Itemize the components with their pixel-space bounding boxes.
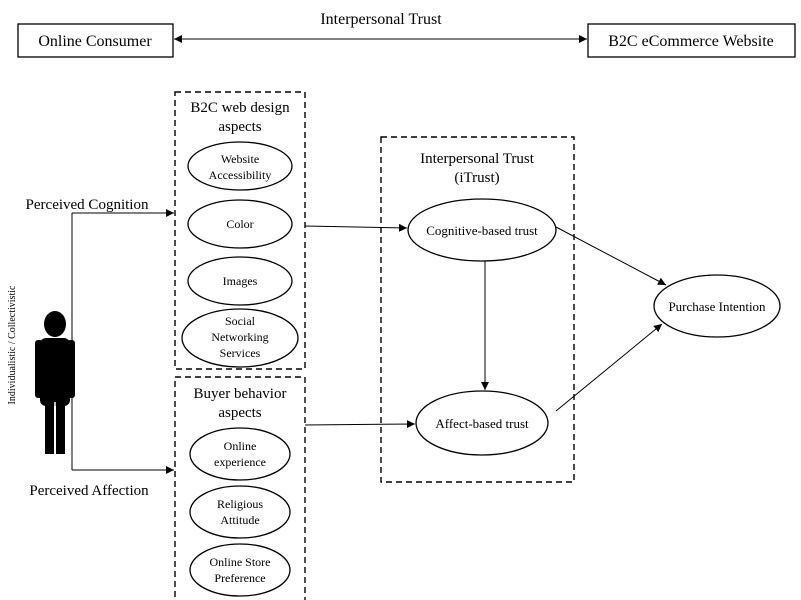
itrust-title-line2: (iTrust) [454, 170, 499, 186]
cognitive-trust-label: Cognitive-based trust [426, 223, 538, 238]
buyer-behavior-to-affect-arrow [304, 420, 416, 429]
website-accessibility-line1: Website [221, 152, 259, 166]
purchase-intention-label: Purchase Intention [668, 299, 766, 314]
b2c-website-box [587, 23, 796, 58]
color-node [187, 199, 293, 249]
images-node [187, 256, 293, 306]
b2c-website-label: B2C eCommerce Website [608, 33, 774, 50]
itrust-group [380, 136, 575, 483]
social-networking-line3: Services [220, 346, 261, 360]
affect-trust-node [415, 390, 549, 456]
online-experience-line1: Online [224, 439, 257, 453]
online-experience-line2: experience [214, 455, 266, 469]
purchase-intention-node [653, 274, 781, 338]
online-experience-node [189, 427, 291, 481]
perceived-affection-label: Perceived Affection [29, 483, 149, 499]
social-networking-node [181, 308, 299, 368]
web-design-title-line1: B2C web design [190, 100, 290, 116]
cognitive-trust-node [407, 198, 557, 262]
social-networking-line2: Networking [211, 330, 268, 344]
images-label: Images [223, 274, 258, 288]
individualistic-collectivistic-label: Individualistic / Collectivistic [7, 285, 18, 404]
religious-attitude-node [189, 485, 291, 539]
itrust-title-line1: Interpersonal Trust [420, 151, 535, 167]
color-label: Color [226, 217, 253, 231]
online-store-preference-node [189, 543, 291, 597]
web-design-to-cognitive-arrow [304, 223, 408, 232]
cognitive-to-purchase-arrow [555, 226, 667, 286]
religious-attitude-line1: Religious [217, 497, 263, 511]
affect-trust-label: Affect-based trust [435, 416, 529, 431]
online-consumer-label: Online Consumer [38, 33, 152, 50]
buyer-behavior-title-line1: Buyer behavior [194, 386, 287, 402]
web-design-title-line2: aspects [218, 119, 261, 135]
religious-attitude-line2: Attitude [220, 513, 259, 527]
website-accessibility-line2: Accessibility [209, 168, 272, 182]
online-store-preference-line1: Online Store [210, 555, 271, 569]
website-accessibility-node [187, 141, 293, 191]
person-icon [35, 311, 75, 454]
affect-to-purchase-arrow [555, 323, 663, 412]
online-consumer-box [17, 23, 174, 58]
web-design-group [174, 91, 306, 370]
social-networking-line1: Social [225, 314, 256, 328]
online-store-preference-line2: Preference [214, 571, 265, 585]
interpersonal-trust-label: Interpersonal Trust [320, 11, 442, 28]
buyer-behavior-title-line2: aspects [218, 405, 261, 421]
buyer-behavior-group [174, 376, 306, 600]
perceived-cognition-label: Perceived Cognition [26, 197, 149, 213]
